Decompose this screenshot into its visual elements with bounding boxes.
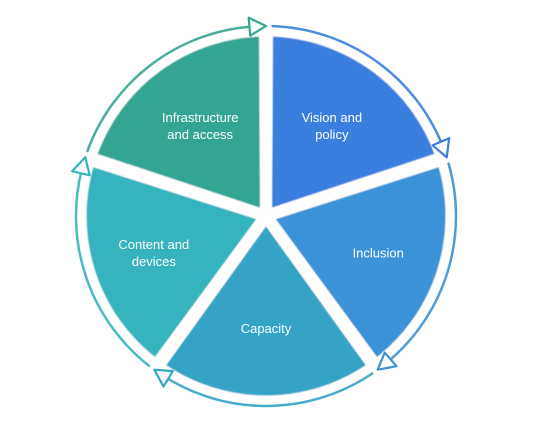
segment-inclusion: [269, 161, 451, 364]
segment-label-inclusion: Inclusion: [353, 245, 404, 260]
segment-label-vision-and-policy: Vision and policy: [302, 110, 362, 142]
segment-capacity: [160, 219, 372, 401]
segment-vision-and-policy: [267, 31, 441, 214]
segment-infrastructure-and-access: [91, 31, 265, 214]
segment-label-line: and access: [167, 127, 233, 142]
segment-label-line: Capacity: [241, 321, 292, 336]
segment-label-infrastructure-and-access: Infrastructure and access: [162, 110, 239, 142]
arrow-head-icon: [153, 368, 174, 388]
segment-label-line: Infrastructure: [162, 110, 239, 125]
segment-label-line: policy: [315, 127, 349, 142]
arrow-head-icon: [247, 16, 268, 37]
arrow-head-icon: [376, 351, 398, 371]
arrow-head-icon: [71, 156, 91, 177]
segment-label-line: Inclusion: [353, 245, 404, 260]
segment-label-capacity: Capacity: [241, 321, 292, 336]
segment-label-content-and-devices: Content and devices: [118, 237, 189, 269]
arrow-head-icon: [431, 137, 451, 159]
segment-label-line: Vision and: [302, 110, 362, 125]
segment-content-and-devices: [81, 161, 263, 364]
segment-label-line: Content and: [118, 237, 189, 252]
segment-label-line: devices: [132, 254, 177, 269]
